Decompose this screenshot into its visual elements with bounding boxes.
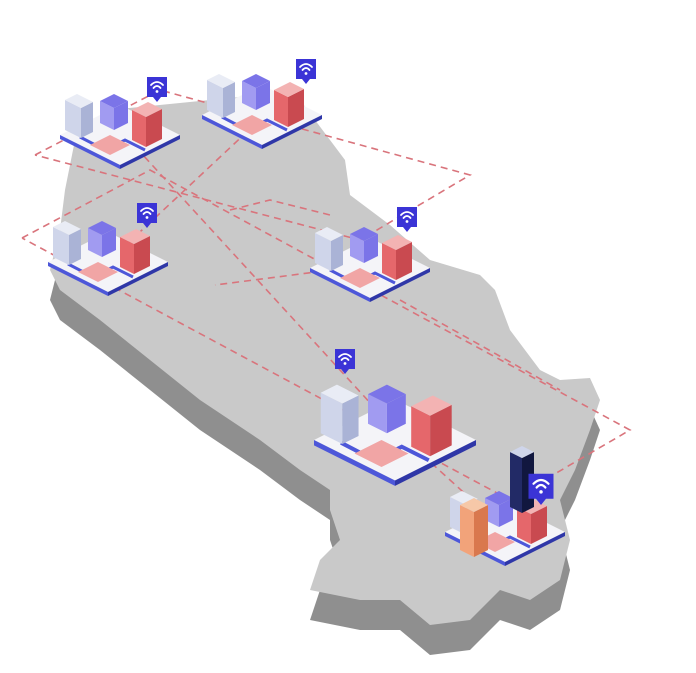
city-platform-edge	[262, 115, 322, 149]
building-face	[368, 394, 387, 434]
building-face	[350, 234, 364, 263]
building-face	[88, 228, 102, 257]
building-roof	[510, 446, 534, 458]
wifi-icon	[150, 81, 164, 93]
building-roof	[120, 229, 150, 244]
building-face	[256, 81, 270, 110]
plaza	[232, 115, 272, 135]
building-face	[396, 242, 412, 280]
building-face	[102, 228, 116, 257]
building-roof	[274, 82, 304, 97]
building-face	[223, 82, 235, 118]
building-face	[120, 237, 134, 274]
building-roof	[368, 384, 406, 404]
building-face	[411, 406, 431, 457]
plaza	[78, 262, 118, 282]
building-face	[134, 236, 150, 274]
building-face	[386, 394, 406, 434]
hub-city-cluster	[445, 446, 565, 566]
city-platform-edge	[310, 268, 370, 302]
building-roof	[65, 94, 93, 108]
city-platform-edge	[505, 532, 565, 566]
network-line	[229, 199, 331, 216]
building-roof	[411, 395, 452, 416]
city-platform-edge	[48, 262, 108, 296]
building-face	[331, 235, 343, 271]
city-cluster	[310, 227, 430, 302]
building-face	[474, 505, 488, 557]
city-platform-edge	[108, 262, 168, 296]
wifi-pin-icon	[137, 203, 157, 228]
city-cluster	[202, 74, 322, 149]
city-platform-edge	[60, 135, 120, 169]
building-face	[69, 229, 81, 265]
building-face	[114, 101, 128, 130]
city-platform-edge	[314, 440, 395, 486]
wifi-pin-icon	[296, 59, 316, 84]
building-face	[274, 90, 288, 127]
wifi-pin-icon	[528, 473, 554, 505]
wifi-icon	[338, 353, 352, 365]
city-cluster	[314, 384, 476, 486]
building-face	[510, 452, 522, 513]
building-face	[81, 102, 93, 138]
wifi-pin-icon	[335, 349, 355, 374]
city-platform-edge	[120, 135, 180, 169]
network-line	[399, 299, 561, 391]
building-face	[460, 505, 474, 557]
building-roof	[207, 74, 235, 88]
building-face	[364, 234, 378, 263]
building-face	[315, 233, 331, 271]
building-roof	[88, 221, 116, 235]
building-face	[53, 227, 69, 265]
wifi-icon	[140, 207, 154, 219]
building-roof	[320, 384, 359, 404]
building-face	[288, 89, 304, 127]
building-face	[430, 404, 452, 457]
building-roof	[132, 102, 162, 117]
building-face	[499, 498, 513, 527]
building-roof	[53, 221, 81, 235]
wifi-icon	[532, 478, 550, 494]
plaza	[90, 135, 130, 155]
building-face	[517, 507, 531, 544]
city-platform-edge	[395, 440, 476, 486]
building-roof	[485, 491, 513, 505]
building-roof	[242, 74, 270, 88]
building-face	[146, 109, 162, 147]
wifi-pin-icon	[147, 77, 167, 102]
city-cluster	[48, 221, 168, 296]
city-platform-edge	[370, 268, 430, 302]
building-roof	[100, 94, 128, 108]
wifi-icon	[400, 211, 414, 223]
wifi-icon	[299, 63, 313, 75]
city-cluster	[60, 94, 180, 169]
building-face	[485, 498, 499, 527]
building-face	[132, 110, 146, 147]
building-face	[100, 101, 114, 130]
building-face	[207, 80, 223, 118]
building-face	[382, 243, 396, 280]
city-platform-edge	[202, 115, 262, 149]
building-face	[242, 81, 256, 110]
network-line	[34, 89, 473, 241]
building-face	[342, 395, 359, 445]
building-face	[65, 100, 81, 138]
plaza	[340, 268, 380, 288]
building-face	[531, 506, 547, 544]
wifi-pin-icon	[397, 207, 417, 232]
building-roof	[315, 227, 343, 241]
building-face	[320, 392, 343, 445]
plaza	[354, 440, 409, 467]
building-roof	[460, 498, 488, 512]
building-roof	[382, 235, 412, 250]
building-roof	[350, 227, 378, 241]
